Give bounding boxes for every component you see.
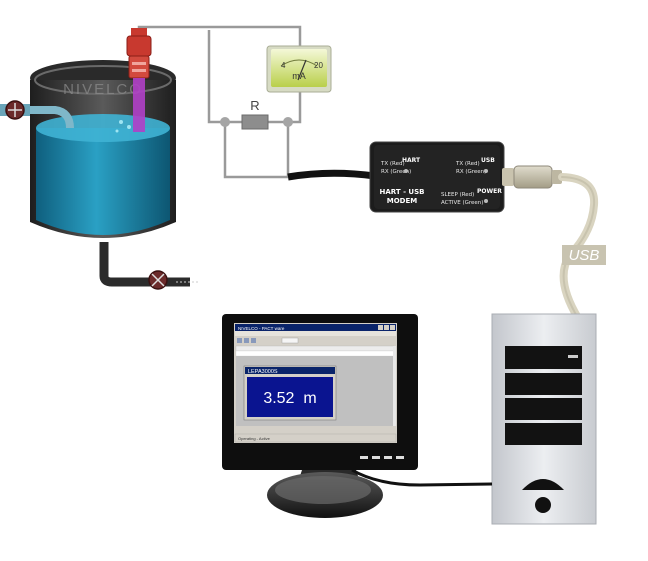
reading-display [247,377,333,417]
inlet-valve [5,100,25,120]
level-transmitter [115,28,152,133]
resistor: R [220,98,293,130]
inlet-pipe [0,106,74,129]
tank-water [36,128,170,235]
modem-usb-led [484,169,488,173]
tank-brand: NIVELCO [63,81,143,98]
liquid-tank: NIVELCO [0,60,198,290]
drive-bay-1 [505,346,582,369]
outlet-valve [148,270,168,290]
drive-bay-2 [505,373,582,395]
level-reading: 3.52 m [263,390,316,407]
modem-title-line1: HART - USB [380,188,425,196]
modem-power-label: POWER [477,188,502,195]
modem-usb-rx-label: RX (Green) [456,169,486,175]
modem-usb-label: USB [481,157,495,164]
app-grid-row [235,350,395,357]
app-window-title: NIVELCO - PACT ware [238,326,285,331]
pc-tower [491,313,597,525]
modem-power-led [484,199,488,203]
wire-sensor-to-meter [137,25,302,48]
modem-tx-label: TX (Red) [380,161,405,167]
modem-sleep-label: SLEEP (Red) [441,192,474,198]
radar-beam [133,78,145,132]
modem-active-label: ACTIVE (Green) [441,200,483,206]
meter-needle [297,59,307,81]
computer-monitor: NIVELCO - PACT ware LEPA3000S 3.52 m Ope… [222,314,493,518]
app-status-text: Operating - Active [238,436,271,441]
usb-cable: USB [502,165,606,322]
meter-unit: mA [292,71,306,81]
modem-rx-label: RX (Green) [381,169,411,175]
app-window-minimize[interactable] [378,325,383,330]
device-name: LEPA3000S [248,369,278,375]
app-grid-header [235,345,395,352]
app-toolbar [235,337,396,344]
current-meter: 4 20 mA [266,45,332,93]
power-button[interactable] [522,479,564,513]
modem-title-line2: MODEM [387,197,418,205]
wire-left-loop [207,30,225,124]
drive-bay-4 [505,423,582,445]
junction-right [283,117,293,127]
app-window: NIVELCO - PACT ware LEPA3000S 3.52 m Ope… [234,324,397,443]
modem-hart-label: HART [402,157,421,164]
usb-cable-label: USB [569,247,600,264]
app-menubar [235,331,396,336]
app-window-maximize[interactable] [384,325,389,330]
app-titlebar [235,324,396,331]
hart-usb-modem: TX (Red) RX (Green) HART TX (Red) RX (Gr… [287,141,505,213]
resistor-label: R [250,98,259,113]
meter-scale-max: 20 [314,61,323,70]
drive-bay-3 [505,398,582,420]
app-window-close[interactable] [390,325,395,330]
modem-usb-tx-label: TX (Red) [455,161,480,167]
meter-scale-min: 4 [281,61,286,70]
outlet-pipe [99,242,190,287]
app-statusbar [234,433,397,443]
modem-hart-led [404,169,408,173]
junction-left [220,117,230,127]
wire-bypass [223,122,288,179]
